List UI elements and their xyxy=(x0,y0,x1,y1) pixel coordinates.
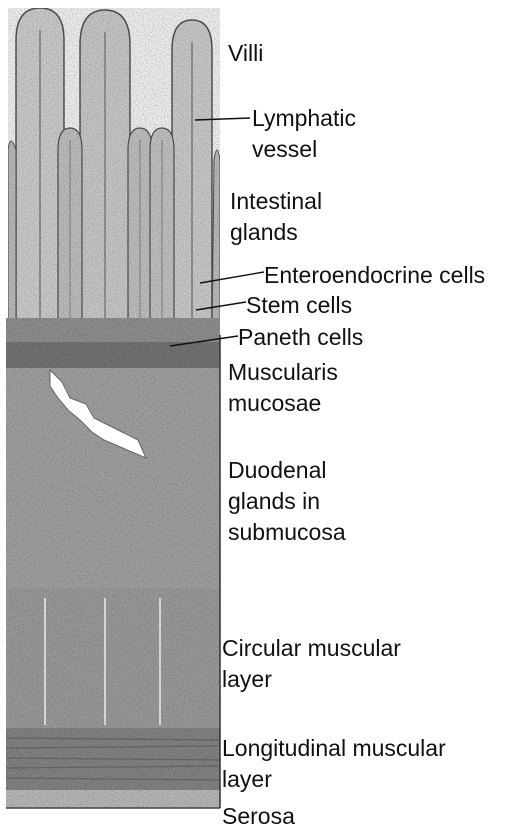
villi-group xyxy=(8,8,220,335)
label-villi: Villi xyxy=(228,38,263,69)
label-circular-muscular-layer: Circular muscular layer xyxy=(222,633,401,695)
muscularis-mucosae-band xyxy=(6,342,220,368)
label-intestinal-glands: Intestinal glands xyxy=(230,186,322,248)
label-muscularis-mucosae: Muscularis mucosae xyxy=(228,357,338,419)
label-stem-cells: Stem cells xyxy=(246,290,352,321)
label-paneth-cells: Paneth cells xyxy=(238,322,363,353)
intestinal-glands-band xyxy=(6,318,220,342)
circular-muscle-region xyxy=(6,588,220,728)
label-enteroendocrine-cells: Enteroendocrine cells xyxy=(264,260,485,291)
villus-edge xyxy=(8,141,16,335)
serosa-band xyxy=(6,790,220,808)
submucosa-region xyxy=(6,368,220,588)
label-longitudinal-muscular-layer: Longitudinal muscular layer xyxy=(222,733,446,795)
label-duodenal-glands: Duodenal glands in submucosa xyxy=(228,455,346,548)
label-serosa: Serosa xyxy=(222,801,295,832)
label-lymphatic-vessel: Lymphatic vessel xyxy=(252,103,356,165)
